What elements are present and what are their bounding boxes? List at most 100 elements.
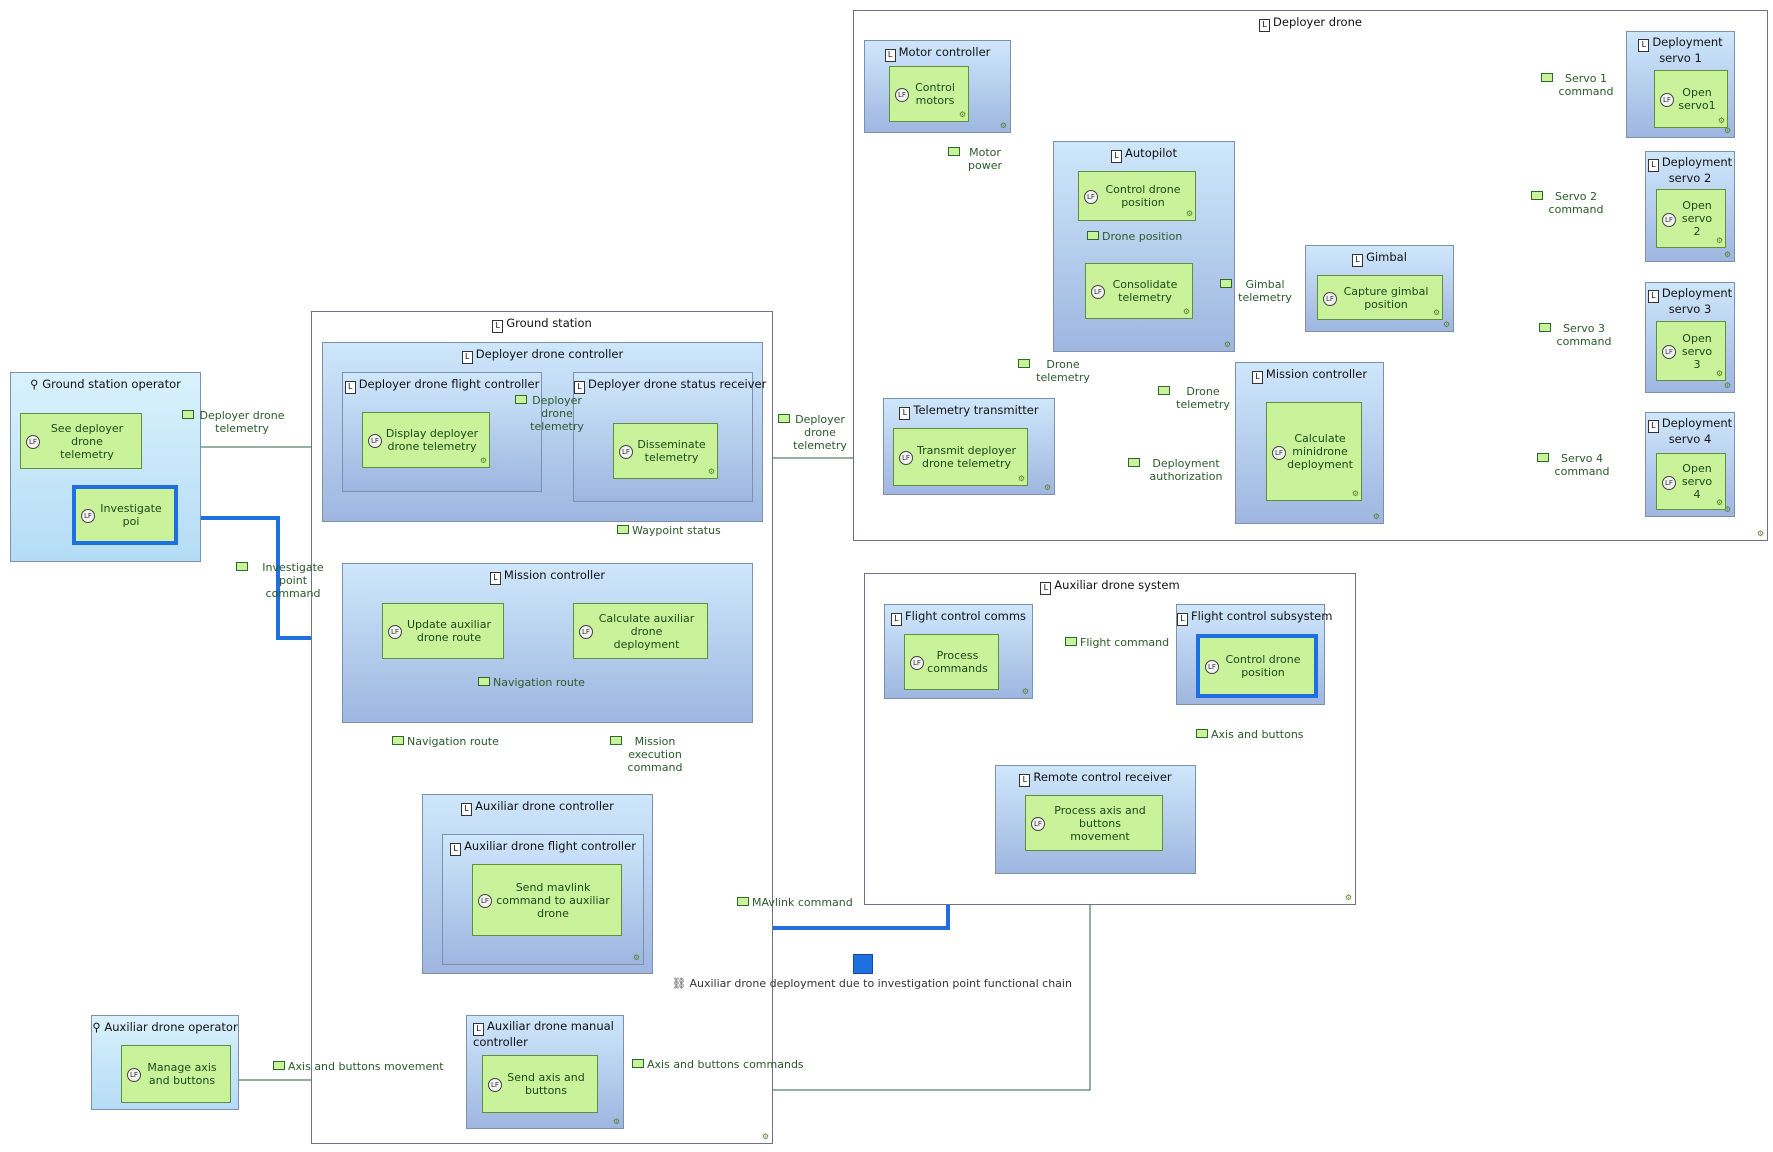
function-label: Consolidate telemetry	[1112, 278, 1178, 304]
function-control-drone-position-fcs[interactable]: LF Control drone position	[1196, 634, 1318, 698]
function-open-servo4[interactable]: LF Open servo 4 ⚙	[1656, 453, 1726, 510]
function-icon-small: ⚙	[1717, 116, 1725, 125]
servo-4-title: Deployment servo 4	[1661, 416, 1733, 446]
gimbal-title: Gimbal	[1366, 250, 1407, 264]
function-see-deployer-drone-telemetry[interactable]: LF See deployer drone telemetry	[20, 413, 142, 469]
remote-control-receiver-title: Remote control receiver	[1033, 770, 1172, 784]
component-icon: ⚙	[1372, 512, 1380, 521]
ground-station-title: Ground station	[506, 316, 592, 330]
function-label: Investigate poi	[100, 502, 162, 528]
function-icon: LF	[1662, 345, 1676, 359]
flight-controller-title: Deployer drone flight controller	[358, 377, 540, 391]
label-gimbal-telemetry: Gimbal telemetry	[1220, 278, 1295, 304]
function-open-servo2[interactable]: LF Open servo 2 ⚙	[1656, 189, 1726, 248]
function-icon: LF	[26, 435, 40, 449]
function-icon-small: ⚙	[707, 467, 715, 476]
function-label: Control drone position	[1225, 653, 1301, 679]
function-update-auxiliar-drone-route[interactable]: LF Update auxiliar drone route	[382, 603, 504, 659]
actor-icon: ⚲	[30, 377, 43, 391]
function-icon-small: ⚙	[1185, 209, 1193, 218]
function-transmit-deployer-drone-telemetry[interactable]: LF Transmit deployer drone telemetry ⚙	[893, 428, 1028, 486]
component-icon: ⚙	[1442, 320, 1450, 329]
function-label: Disseminate telemetry	[637, 438, 706, 464]
label-axis-and-buttons-movement: Axis and buttons movement	[273, 1060, 444, 1073]
label-deployment-authorization: Deployment authorization	[1128, 457, 1229, 483]
function-label: Send axis and buttons	[507, 1071, 585, 1097]
aux-operator-title: Auxiliar drone operator	[104, 1020, 238, 1034]
function-process-commands[interactable]: LF Process commands	[904, 634, 999, 690]
label-investigate-point-command: Investigate point command	[236, 561, 335, 600]
function-label: Process commands	[927, 649, 988, 675]
function-open-servo3[interactable]: LF Open servo 3 ⚙	[1656, 321, 1726, 381]
function-label: Calculate auxiliar drone deployment	[598, 611, 695, 651]
function-send-mavlink-command[interactable]: LF Send mavlink command to auxiliar dron…	[472, 864, 622, 936]
function-calculate-auxiliar-drone-deployment[interactable]: LF Calculate auxiliar drone deployment	[573, 603, 708, 659]
deployer-drone-controller-title: Deployer drone controller	[475, 347, 624, 361]
function-manage-axis-and-buttons[interactable]: LF Manage axis and buttons	[121, 1045, 231, 1103]
label-servo-1-command: Servo 1 command	[1541, 72, 1616, 98]
functional-chain-label[interactable]: ⛓ Auxiliar drone deployment due to inves…	[672, 977, 1072, 990]
function-label: Open servo 4	[1681, 462, 1713, 501]
function-label: See deployer drone telemetry	[50, 421, 124, 461]
function-icon-small: ⚙	[1017, 474, 1025, 483]
component-icon: ⚙	[1756, 529, 1764, 538]
function-icon: LF	[619, 445, 633, 459]
function-icon: LF	[1323, 291, 1337, 306]
function-icon: LF	[478, 894, 492, 908]
function-label: Open servo 3	[1681, 331, 1713, 371]
function-icon-small: ⚙	[1182, 307, 1190, 316]
function-disseminate-telemetry[interactable]: LF Disseminate telemetry ⚙	[613, 423, 718, 479]
function-label: Control motors	[915, 81, 955, 107]
label-deployer-drone-telemetry-inner: Deployer drone telemetry	[515, 394, 584, 433]
motor-controller-title: Motor controller	[898, 45, 991, 59]
function-icon: LF	[1084, 190, 1098, 204]
function-icon: LF	[899, 451, 913, 465]
label-flight-command: Flight command	[1065, 636, 1169, 649]
function-icon: LF	[895, 88, 909, 102]
function-investigate-point[interactable]: LF Investigate poi	[72, 485, 178, 545]
label-servo-4-command: Servo 4 command	[1537, 452, 1612, 478]
function-icon: LF	[1662, 212, 1676, 227]
servo-1-title: Deployment servo 1	[1652, 35, 1723, 65]
deployer-drone-title: Deployer drone	[1273, 15, 1362, 29]
function-icon: LF	[81, 509, 95, 523]
function-consolidate-telemetry[interactable]: LF Consolidate telemetry ⚙	[1085, 263, 1193, 319]
function-icon: LF	[1091, 285, 1105, 299]
chain-icon: ⛓	[672, 977, 690, 990]
function-icon-small: ⚙	[1351, 489, 1359, 498]
function-display-deployer-drone-telemetry[interactable]: LF Display deployer drone telemetry ⚙	[362, 412, 490, 468]
function-control-drone-position-ap[interactable]: LF Control drone position ⚙	[1078, 171, 1196, 221]
function-icon: LF	[127, 1068, 141, 1082]
flight-control-subsystem-title: Flight control subsystem	[1191, 609, 1333, 623]
function-control-motors[interactable]: LF Control motors ⚙	[889, 66, 969, 122]
function-icon-small: ⚙	[1715, 236, 1723, 245]
function-process-axis-and-buttons-movement[interactable]: LF Process axis and buttons movement	[1025, 795, 1163, 851]
component-icon: ⚙	[1723, 505, 1731, 514]
function-send-axis-and-buttons[interactable]: LF Send axis and buttons	[482, 1055, 598, 1113]
functional-chain-marker[interactable]	[853, 954, 873, 974]
function-icon-small: ⚙	[1432, 308, 1440, 317]
manual-controller-title: Auxiliar drone manual controller	[473, 1019, 614, 1049]
label-axis-and-buttons: Axis and buttons	[1196, 728, 1304, 741]
actor-icon: ⚲	[92, 1020, 105, 1034]
function-calculate-minidrone-deployment[interactable]: LF Calculate minidrone deployment ⚙	[1266, 402, 1362, 501]
component-icon: ⚙	[1043, 483, 1051, 492]
function-open-servo1[interactable]: LF Open servo1 ⚙	[1654, 70, 1728, 128]
telemetry-transmitter-title: Telemetry transmitter	[913, 403, 1039, 417]
function-icon-small: ⚙	[479, 456, 487, 465]
function-label: Send mavlink command to auxiliar drone	[496, 880, 610, 920]
function-icon: LF	[368, 434, 382, 448]
ground-operator-title: Ground station operator	[42, 377, 181, 391]
label-waypoint-status: Waypoint status	[617, 524, 721, 537]
component-icon: ⚙	[1723, 250, 1731, 259]
function-icon: LF	[1272, 445, 1286, 460]
function-icon: LF	[1031, 817, 1045, 831]
function-icon: LF	[910, 656, 924, 670]
function-label: Update auxiliar drone route	[407, 618, 491, 644]
function-label: Capture gimbal position	[1343, 284, 1429, 311]
flight-control-comms-title: Flight control comms	[904, 609, 1027, 623]
function-icon-small: ⚙	[1715, 369, 1723, 378]
function-capture-gimbal-position[interactable]: LF Capture gimbal position ⚙	[1317, 275, 1443, 320]
